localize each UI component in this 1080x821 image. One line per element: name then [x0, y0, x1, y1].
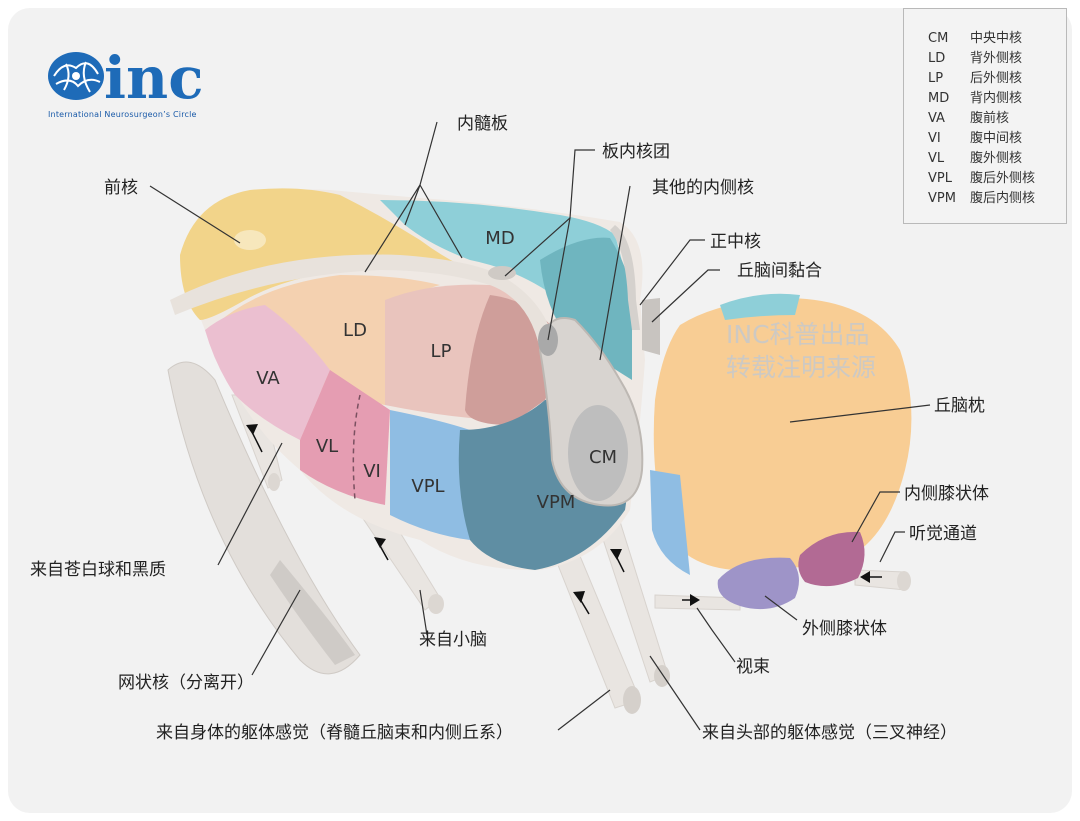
- md-shape-dark: [540, 237, 632, 380]
- direction-arrows: [246, 424, 870, 606]
- midline-nucleus-shape: [610, 225, 640, 330]
- callout-interthalamic-adhesion: 丘脑间黏合: [737, 261, 822, 281]
- legend-name: 背内侧核: [970, 91, 1023, 106]
- legend-abbr: VL: [928, 151, 945, 166]
- watermark-line2: 转载注明来源: [726, 353, 877, 382]
- watermark-line1: INC科普出品: [726, 320, 870, 349]
- callout-from-pallidum-nigra: 来自苍白球和黑质: [30, 560, 166, 580]
- ld-shape: [215, 275, 440, 405]
- legend-row: VPL 腹后外侧核: [928, 167, 1035, 186]
- label-cm: CM: [589, 447, 617, 468]
- vl-shape: [300, 370, 390, 505]
- label-lp: LP: [431, 341, 452, 362]
- callout-other-medial-nuclei: 其他的内侧核: [652, 178, 754, 198]
- pulvinar-side-blue: [650, 470, 690, 575]
- pulvinar-top-blue: [720, 293, 800, 320]
- legend-name: 后外侧核: [970, 71, 1023, 86]
- lgn-shape: [717, 557, 799, 610]
- legend-abbr: VI: [928, 131, 941, 146]
- logo-wordmark: inc: [104, 46, 204, 111]
- mgn-shape: [798, 531, 865, 587]
- legend-row: CM 中央中核: [928, 27, 1022, 46]
- legend-row: VI 腹中间核: [928, 127, 1022, 146]
- legend-abbr: LP: [928, 71, 944, 86]
- pallidum-tract-end: [268, 473, 280, 491]
- logo-subtitle: International Neurosurgeon’s Circle: [48, 110, 197, 119]
- callout-pulvinar: 丘脑枕: [934, 396, 985, 416]
- callout-medial-geniculate: 内侧膝状体: [904, 484, 989, 504]
- legend-row: MD 背内侧核: [928, 87, 1022, 106]
- pulvinar-shape: [653, 298, 912, 571]
- legend-name: 背外侧核: [970, 51, 1023, 66]
- interthalamic-adhesion-shape: [642, 298, 660, 355]
- vl-vi-boundary: [352, 394, 361, 501]
- label-md: MD: [485, 228, 514, 249]
- legend-name: 腹中间核: [970, 131, 1023, 146]
- va-shape: [205, 305, 330, 440]
- reticular-nucleus-shadow: [270, 560, 355, 665]
- cm-shape: [568, 405, 628, 501]
- lamina-fork: [488, 266, 516, 280]
- label-ld: LD: [343, 320, 367, 341]
- legend-row: LD 背外侧核: [928, 47, 1022, 66]
- legend-abbr: CM: [928, 31, 949, 46]
- legend-name: 中央中核: [970, 31, 1023, 46]
- watermark: INC科普出品 转载注明来源: [726, 318, 876, 384]
- callout-auditory-pathway: 听觉通道: [909, 524, 977, 544]
- legend-name: 腹后内侧核: [970, 191, 1036, 206]
- legend-name: 腹前核: [970, 111, 1010, 126]
- callout-anterior-nucleus: 前核: [104, 178, 138, 198]
- legend-box: CM 中央中核 LD 背外侧核 LP 后外侧核 MD 背内侧核 VA 腹前核 VI 腹中间核…: [903, 8, 1067, 224]
- legend-abbr: LD: [928, 51, 946, 66]
- legend-name: 腹后外侧核: [970, 171, 1036, 186]
- callout-intralaminar-nuclei: 板内核团: [602, 142, 670, 162]
- auditory-tract-end: [897, 571, 911, 591]
- callout-from-head: 来自头部的躯体感觉（三叉神经）: [702, 723, 957, 743]
- legend-row: LP 后外侧核: [928, 67, 1022, 86]
- label-vl: VL: [316, 436, 338, 457]
- callout-from-cerebellum: 来自小脑: [419, 630, 487, 650]
- label-vpl: VPL: [411, 476, 444, 497]
- legend-abbr: VPL: [928, 171, 952, 186]
- cerebellum-tract-end: [428, 594, 444, 614]
- leader-lines: [149, 121, 931, 731]
- legend-name: 腹外侧核: [970, 151, 1023, 166]
- callout-internal-medullary-lamina: 内髓板: [457, 114, 508, 134]
- inc-logo: inc: [44, 44, 219, 126]
- legend-abbr: VPM: [928, 191, 956, 206]
- legend-row: VA 腹前核: [928, 107, 1009, 126]
- callout-lateral-geniculate: 外侧膝状体: [802, 619, 887, 639]
- label-vpm: VPM: [537, 492, 576, 513]
- callout-optic-tract: 视束: [736, 657, 770, 677]
- head-tract-end: [654, 665, 670, 687]
- anterior-nucleus-highlight: [234, 230, 266, 250]
- label-va: VA: [256, 368, 280, 389]
- reticular-nucleus-shape: [167, 361, 361, 675]
- direction-arrow-shafts: [251, 431, 882, 615]
- label-vi: VI: [363, 461, 381, 482]
- legend-row: VL 腹外侧核: [928, 147, 1022, 166]
- body-tract-end: [623, 686, 641, 714]
- callout-reticular-nucleus: 网状核（分离开）: [118, 673, 254, 693]
- legend-abbr: VA: [928, 111, 945, 126]
- brain-icon: [48, 52, 104, 100]
- callout-midline-nucleus: 正中核: [710, 232, 761, 252]
- legend-abbr: MD: [928, 91, 950, 106]
- legend-row: VPM 腹后内侧核: [928, 187, 1035, 206]
- callout-from-body: 来自身体的躯体感觉（脊髓丘脑束和内侧丘系）: [156, 723, 513, 743]
- vpl-shape: [390, 410, 470, 540]
